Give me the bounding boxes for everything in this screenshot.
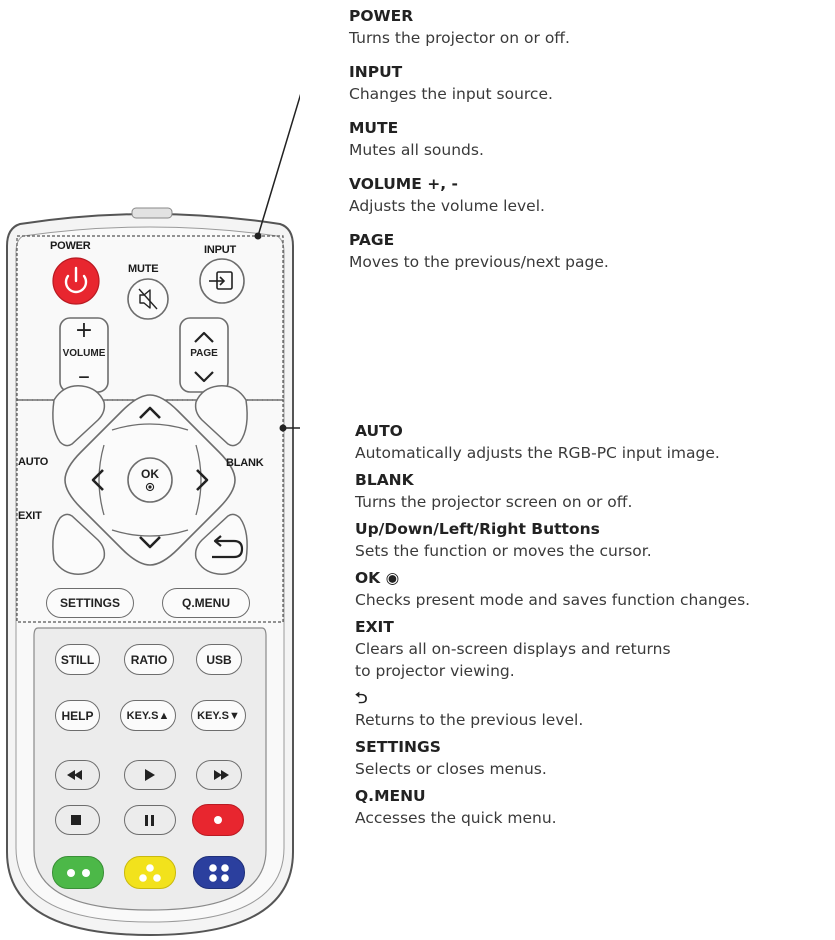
volume-up-icon: + — [74, 318, 94, 343]
power-button[interactable] — [53, 258, 99, 304]
volume-rocker[interactable]: + VOLUME – — [60, 318, 108, 392]
exit-button[interactable] — [54, 514, 104, 574]
remote-control-illustration: POWER INPUT MUTE AUTO BLANK EXIT + VOLUM… — [0, 0, 300, 940]
desc-item-volume: VOLUME +, -Adjusts the volume level. — [349, 175, 545, 215]
up-button[interactable] — [118, 398, 182, 428]
volume-label: VOLUME — [62, 348, 106, 359]
green-dot-icon — [81, 868, 90, 877]
mute-label: MUTE — [128, 263, 159, 275]
desc-item-ok: OK ◉Checks present mode and saves functi… — [355, 569, 751, 609]
help-button[interactable]: HELP — [55, 700, 100, 731]
yellow-button[interactable] — [124, 856, 176, 889]
green-dot-icon — [66, 868, 75, 877]
ok-label: OK — [141, 467, 159, 481]
key-s-down-button[interactable]: KEY.S▼ — [191, 700, 246, 731]
right-button[interactable] — [202, 450, 232, 510]
input-label: INPUT — [204, 244, 237, 256]
blank-button[interactable] — [196, 386, 246, 444]
ratio-button[interactable]: RATIO — [124, 644, 174, 675]
rewind-button[interactable] — [55, 760, 100, 790]
key-s-up-button[interactable]: KEY.S▲ — [120, 700, 176, 731]
mute-button[interactable] — [128, 279, 168, 319]
page-rocker[interactable]: PAGE — [180, 318, 228, 392]
stop-button[interactable] — [55, 805, 100, 835]
yellow-dots-icon — [139, 863, 161, 882]
back-symbol-icon: ⮌ — [355, 689, 368, 707]
qmenu-button[interactable]: Q.MENU — [162, 588, 250, 618]
exit-label: EXIT — [18, 510, 42, 522]
record-button[interactable] — [192, 804, 244, 836]
settings-button[interactable]: SETTINGS — [46, 588, 134, 618]
input-button[interactable] — [200, 259, 244, 303]
green-button[interactable] — [52, 856, 104, 889]
fast-forward-button[interactable] — [196, 760, 242, 790]
desc-item-back: ⮌Returns to the previous level. — [355, 687, 750, 731]
blank-label: BLANK — [226, 457, 264, 469]
page-down-icon — [194, 368, 214, 382]
pause-button[interactable] — [124, 805, 176, 835]
ok-button[interactable]: OK — [128, 458, 172, 502]
play-button[interactable] — [124, 760, 176, 790]
remote-body — [6, 93, 300, 937]
down-button[interactable] — [118, 532, 182, 562]
page-label: PAGE — [190, 348, 218, 359]
volume-down-icon: – — [78, 362, 90, 390]
blue-dots-icon — [209, 863, 229, 882]
blue-button[interactable] — [193, 856, 245, 889]
auto-label: AUTO — [18, 456, 49, 468]
auto-button[interactable] — [54, 386, 104, 444]
page-up-icon — [194, 328, 214, 342]
back-button[interactable] — [196, 514, 246, 574]
left-button[interactable] — [68, 450, 98, 510]
power-label: POWER — [50, 240, 91, 252]
record-icon — [214, 816, 222, 824]
still-button[interactable]: STILL — [55, 644, 100, 675]
usb-button[interactable]: USB — [196, 644, 242, 675]
